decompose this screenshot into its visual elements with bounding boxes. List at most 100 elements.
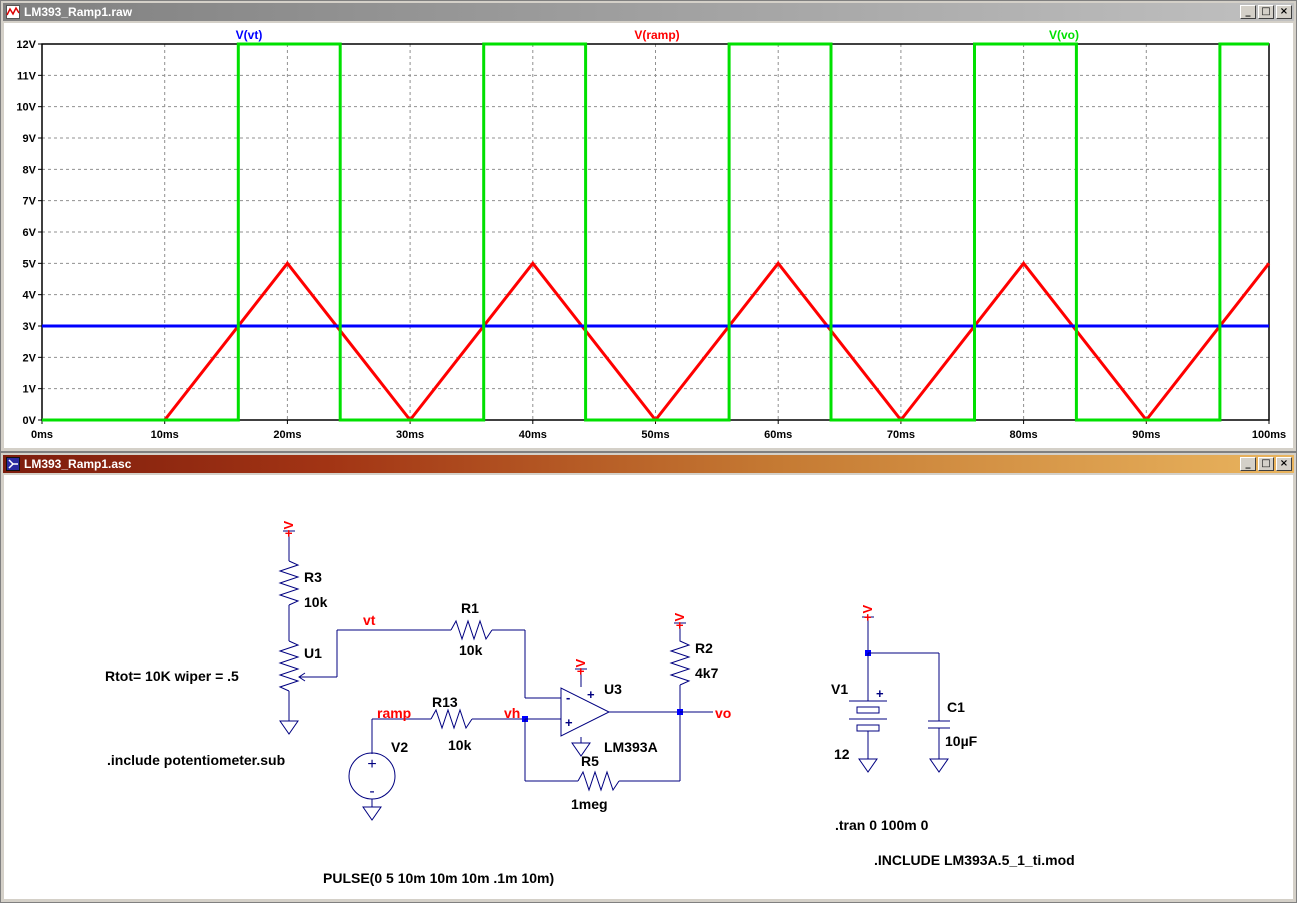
waveform-window[interactable]: LM393_Ramp1.raw _ □ × 0ms 10ms 20ms 30ms 40m… [0,0,1297,452]
supply-symbol-r2 [674,622,686,636]
include-potentiometer-directive[interactable]: .include potentiometer.sub [107,752,285,768]
schematic-window-title: LM393_Ramp1.asc [24,457,132,471]
y-tick-label: 4V [23,290,37,302]
x-tick-label: 30ms [396,429,424,441]
schematic-canvas[interactable]: +V R3 10k U1 Rtot= 10K wiper = .5 [4,475,1293,901]
y-tick-label: 3V [23,321,37,333]
v2-pulse-value[interactable]: PULSE(0 5 10m 10m 10m .1m 10m) [323,870,554,886]
x-tick-label: 60ms [764,429,792,441]
waveform-app-icon [6,5,20,19]
r1-ref: R1 [461,600,479,616]
minimize-button[interactable]: _ [1240,5,1256,19]
supply-symbol-v1 [862,616,874,653]
plot-grid [41,43,1270,421]
y-tick-label: 10V [16,102,36,114]
plot-traces [42,42,1271,423]
schematic-pane[interactable]: +V R3 10k U1 Rtot= 10K wiper = .5 [4,475,1293,899]
schematic-titlebar[interactable]: LM393_Ramp1.asc _ □ × [3,455,1294,473]
net-label-vh: vh [504,705,520,721]
x-tick-label: 80ms [1010,429,1038,441]
y-tick-label: 11V [17,70,37,82]
plot-legend[interactable]: V(vt) V(ramp) V(vo) [236,28,1079,42]
comparator-u3[interactable] [560,669,680,743]
ground-symbol-v1 [858,758,878,773]
resistor-r5[interactable] [524,712,681,792]
voltage-source-v2[interactable] [348,719,396,807]
close-button[interactable]: × [1276,5,1292,19]
v2-minus-sign: - [369,783,374,800]
x-tick-label: 50ms [641,429,669,441]
legend-label[interactable]: V(vt) [236,28,263,42]
supply-label-u3: +V [573,659,588,676]
y-tick-label: 0V [23,415,37,427]
u1-ref: U1 [304,645,322,661]
c1-value: 10µF [945,733,978,749]
net-label-vt: vt [363,612,376,628]
ground-symbol-c1 [929,758,949,773]
maximize-button[interactable]: □ [1258,457,1274,471]
r2-value: 4k7 [695,665,719,681]
minimize-button[interactable]: _ [1240,457,1256,471]
resistor-r1[interactable] [450,619,561,699]
supply-label-v1: +V [860,605,875,622]
v1-plus-sign: + [876,686,884,701]
x-tick-label: 100ms [1252,429,1286,441]
net-label-vo: vo [715,705,731,721]
u3-model: LM393A [604,739,658,755]
x-tick-label: 40ms [519,429,547,441]
axis-ticks: 0ms 10ms 20ms 30ms 40ms 50ms 60ms 70ms 80ms 90ms 1… [16,39,1286,441]
legend-label[interactable]: V(vo) [1049,28,1079,42]
x-tick-label: 10ms [151,429,179,441]
legend-label[interactable]: V(ramp) [634,28,679,42]
ground-symbol-u3 [571,742,591,757]
resistor-r13[interactable] [430,708,525,730]
resistor-r3[interactable] [278,544,300,641]
u3-ref: U3 [604,681,622,697]
r3-ref: R3 [304,569,322,585]
include-model-directive[interactable]: .INCLUDE LM393A.5_1_ti.mod [874,852,1075,868]
schematic-window[interactable]: LM393_Ramp1.asc _ □ × +V R3 1 [0,452,1297,903]
net-label-ramp: ramp [377,705,411,721]
v2-ref: V2 [391,739,408,755]
resistor-r2[interactable] [669,636,691,712]
u3-pin-plus: + [565,715,573,730]
r3-value: 10k [304,594,328,610]
battery-v1[interactable] [849,653,887,759]
r5-ref: R5 [581,753,599,769]
r2-ref: R2 [695,640,713,656]
potentiometer-u1[interactable] [278,630,338,721]
y-tick-label: 12V [16,39,36,51]
capacitor-c1[interactable] [928,653,950,759]
supply-label-r2: +V [672,613,687,630]
y-tick-label: 7V [23,196,37,208]
v1-ref: V1 [831,681,848,697]
ground-symbol-v2 [362,806,382,821]
maximize-button[interactable]: □ [1258,5,1274,19]
y-tick-label: 1V [23,384,37,396]
y-tick-label: 5V [23,258,37,270]
x-tick-label: 70ms [887,429,915,441]
y-tick-label: 9V [23,133,37,145]
waveform-window-title: LM393_Ramp1.raw [24,5,133,19]
waveform-plot[interactable]: 0ms 10ms 20ms 30ms 40ms 50ms 60ms 70ms 80ms 90ms 1… [4,23,1293,448]
trace-v-vo [42,42,1269,422]
schematic-app-icon [6,457,20,471]
tran-directive[interactable]: .tran 0 100m 0 [835,817,929,833]
r1-value: 10k [459,642,483,658]
y-tick-label: 2V [23,352,37,364]
x-tick-label: 0ms [31,429,53,441]
ground-symbol-u1 [279,720,299,735]
c1-ref: C1 [947,699,965,715]
waveform-titlebar[interactable]: LM393_Ramp1.raw _ □ × [3,3,1294,21]
v1-value: 12 [834,746,850,762]
u3-supply-plus: + [587,687,595,702]
supply-symbol-r3 [283,530,295,544]
u1-params: Rtot= 10K wiper = .5 [105,668,239,684]
r13-value: 10k [448,737,472,753]
x-tick-label: 20ms [273,429,301,441]
waveform-pane[interactable]: 0ms 10ms 20ms 30ms 40ms 50ms 60ms 70ms 80ms 90ms 1… [4,23,1293,448]
u3-pin-minus: - [566,690,570,705]
close-button[interactable]: × [1276,457,1292,471]
x-tick-label: 90ms [1132,429,1160,441]
r5-value: 1meg [571,796,608,812]
